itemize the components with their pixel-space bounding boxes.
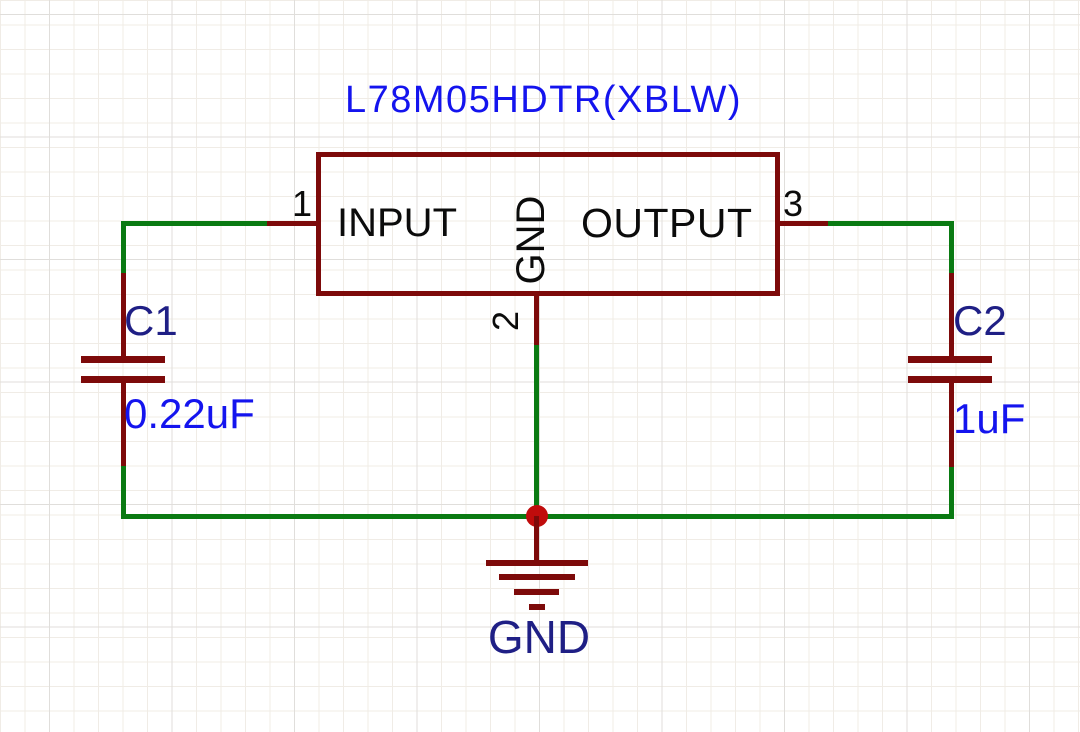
c2-lead-bottom[interactable]	[949, 383, 954, 467]
pin-2-stub[interactable]	[534, 296, 539, 347]
pin-2-number: 2	[485, 310, 526, 332]
pin-3-number: 3	[783, 183, 804, 224]
c2-designator-label[interactable]: C2	[953, 297, 1007, 344]
c2-lead-top[interactable]	[949, 273, 954, 358]
wire-left-bottom-vertical[interactable]	[121, 464, 126, 519]
c1-lead-top[interactable]	[121, 273, 126, 358]
wire-input-top-horizontal[interactable]	[121, 221, 267, 226]
pin-1-number: 1	[292, 183, 313, 224]
c1-value-label[interactable]: 0.22uF	[124, 390, 255, 437]
pin-label-gnd: GND	[509, 195, 553, 285]
c1-plate-top[interactable]	[81, 356, 165, 363]
wire-right-bottom-vertical[interactable]	[949, 465, 954, 519]
c1-designator-label[interactable]: C1	[124, 297, 178, 344]
pin-3-stub[interactable]	[780, 221, 830, 226]
c1-lead-bottom[interactable]	[121, 383, 126, 466]
gnd-bar-2[interactable]	[499, 574, 575, 580]
pin-1-stub[interactable]	[265, 221, 316, 226]
c2-plate-bottom[interactable]	[908, 376, 992, 383]
gnd-net-label[interactable]: GND	[487, 611, 591, 663]
gnd-lead[interactable]	[534, 516, 539, 562]
c2-value-label[interactable]: 1uF	[953, 395, 1026, 442]
pin-label-output: OUTPUT	[581, 200, 753, 246]
c2-plate-top[interactable]	[908, 356, 992, 363]
gnd-bar-1[interactable]	[486, 560, 588, 566]
pin-label-input: INPUT	[337, 201, 457, 245]
component-name-label[interactable]: L78M05HDTR(XBLW)	[345, 79, 743, 121]
gnd-bar-3[interactable]	[514, 589, 559, 595]
wire-right-top-vertical[interactable]	[949, 221, 954, 275]
c1-plate-bottom[interactable]	[81, 376, 165, 383]
regulator-body[interactable]	[316, 152, 780, 296]
wire-gnd-pin-vertical[interactable]	[534, 345, 539, 517]
gnd-bar-4[interactable]	[529, 604, 545, 610]
wire-left-top-vertical[interactable]	[121, 221, 126, 275]
wire-output-top-horizontal[interactable]	[828, 221, 954, 226]
